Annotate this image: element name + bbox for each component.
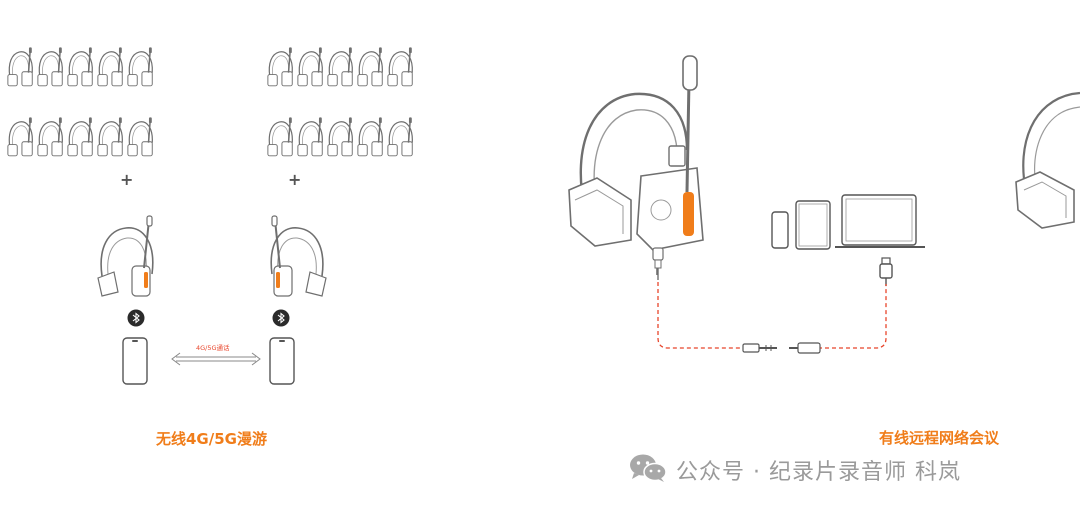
wireless-roaming-caption: 无线4G/5G漫游 bbox=[156, 430, 267, 448]
bluetooth-icon-right bbox=[272, 309, 290, 327]
headset-grid-right-top bbox=[266, 46, 414, 87]
plus-icon-right: + bbox=[288, 170, 302, 189]
headset-grid-left-top bbox=[6, 46, 154, 87]
headset-medium-left bbox=[97, 215, 154, 297]
headset-partial-right bbox=[1015, 91, 1080, 229]
tablet-icon bbox=[795, 200, 831, 250]
laptop-icon bbox=[835, 194, 925, 248]
double-arrow bbox=[171, 352, 261, 366]
wechat-icon bbox=[630, 454, 667, 482]
adapter-connector-icon bbox=[789, 342, 821, 354]
jack-connector-icon bbox=[742, 343, 777, 353]
headset-grid-left-bottom bbox=[6, 116, 154, 157]
cable-dashed bbox=[657, 282, 887, 349]
phone-icon-right bbox=[269, 337, 295, 385]
headset-medium-right bbox=[270, 215, 327, 297]
wired-conference-caption: 有线远程网络会议 bbox=[879, 429, 1000, 447]
headset-grid-right-bottom bbox=[266, 116, 414, 157]
bluetooth-icon-left bbox=[127, 309, 145, 327]
roaming-call-label: 4G/5G通话 bbox=[196, 344, 230, 352]
headset-plug bbox=[652, 247, 664, 280]
phone-icon-left bbox=[122, 337, 148, 385]
phone-icon-device bbox=[771, 211, 789, 249]
watermark-text: 公众号 · 纪录片录音师 科岚 bbox=[676, 460, 961, 485]
headset-large bbox=[568, 55, 704, 275]
plus-icon-left: + bbox=[120, 170, 134, 189]
